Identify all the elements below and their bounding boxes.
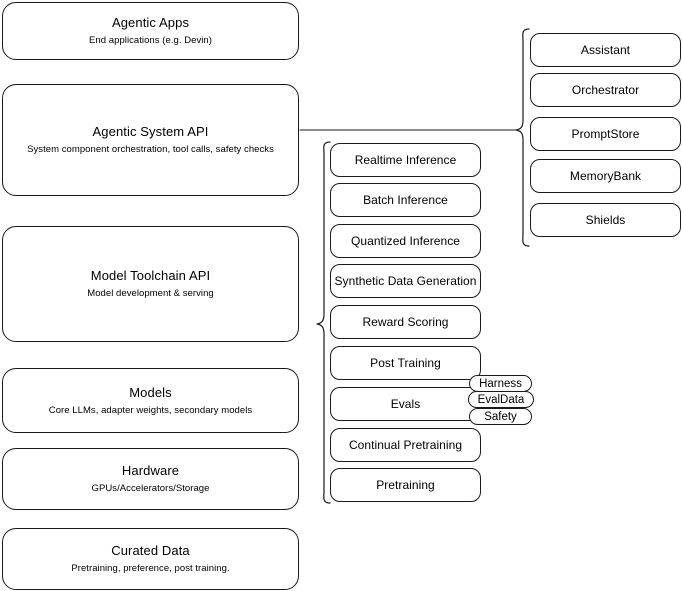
toolchain-box-quantized-inference[interactable]: Quantized Inference [330,224,481,258]
layer-box-agentic-system-api[interactable]: Agentic System API System component orch… [2,84,299,196]
evals-badge-label: Safety [484,410,517,423]
system-box-memorybank[interactable]: MemoryBank [530,159,681,193]
layer-subtitle: Model development & serving [87,288,214,299]
evals-badge-harness[interactable]: Harness [469,375,532,392]
layer-subtitle: Pretraining, preference, post training. [71,563,230,574]
system-box-assistant[interactable]: Assistant [530,33,681,67]
layer-title: Curated Data [111,543,190,558]
layer-title: Agentic System API [92,124,209,139]
toolchain-label: Quantized Inference [350,234,461,248]
layer-title: Hardware [121,463,180,478]
layer-box-models[interactable]: Models Core LLMs, adapter weights, secon… [2,368,299,433]
system-label: Shields [585,213,626,227]
toolchain-label: Evals [390,397,421,411]
toolchain-label: Synthetic Data Generation [334,274,477,288]
toolchain-box-synthetic-data-generation[interactable]: Synthetic Data Generation [330,264,481,298]
toolchain-box-batch-inference[interactable]: Batch Inference [330,183,481,217]
toolchain-box-reward-scoring[interactable]: Reward Scoring [330,305,481,339]
system-label: Assistant [580,43,631,57]
system-box-shields[interactable]: Shields [530,203,681,237]
toolchain-label: Batch Inference [363,193,448,207]
layer-title: Agentic Apps [111,15,190,30]
system-label: Orchestrator [571,83,640,97]
layer-subtitle: GPUs/Accelerators/Storage [91,483,210,494]
toolchain-label: Realtime Inference [354,153,457,167]
layer-box-model-toolchain-api[interactable]: Model Toolchain API Model development & … [2,226,299,342]
layer-subtitle: End applications (e.g. Devin) [89,35,212,46]
system-label: MemoryBank [569,169,642,183]
toolchain-label: Pretraining [376,478,435,492]
layer-box-curated-data[interactable]: Curated Data Pretraining, preference, po… [2,528,299,590]
system-box-orchestrator[interactable]: Orchestrator [530,73,681,107]
evals-badge-evaldata[interactable]: EvalData [468,391,534,408]
toolchain-label: Continual Pretraining [348,438,463,452]
layer-box-hardware[interactable]: Hardware GPUs/Accelerators/Storage [2,448,299,510]
layer-subtitle: System component orchestration, tool cal… [27,144,274,155]
layer-title: Models [129,384,172,400]
toolchain-box-realtime-inference[interactable]: Realtime Inference [330,143,481,177]
toolchain-label: Post Training [370,356,441,370]
toolchain-label: Reward Scoring [362,315,449,329]
system-box-promptstore[interactable]: PromptStore [530,117,681,151]
layer-subtitle: Core LLMs, adapter weights, secondary mo… [48,404,253,416]
toolchain-box-post-training[interactable]: Post Training [330,346,481,380]
toolchain-box-evals[interactable]: Evals [330,387,481,421]
evals-badge-label: Harness [479,377,522,390]
toolchain-box-continual-pretraining[interactable]: Continual Pretraining [330,428,481,462]
layer-box-agentic-apps[interactable]: Agentic Apps End applications (e.g. Devi… [2,2,299,60]
toolchain-box-pretraining[interactable]: Pretraining [330,468,481,502]
evals-badge-label: EvalData [477,393,525,406]
layer-title: Model Toolchain API [90,268,211,283]
evals-badge-safety[interactable]: Safety [469,408,532,425]
system-label: PromptStore [571,127,640,141]
